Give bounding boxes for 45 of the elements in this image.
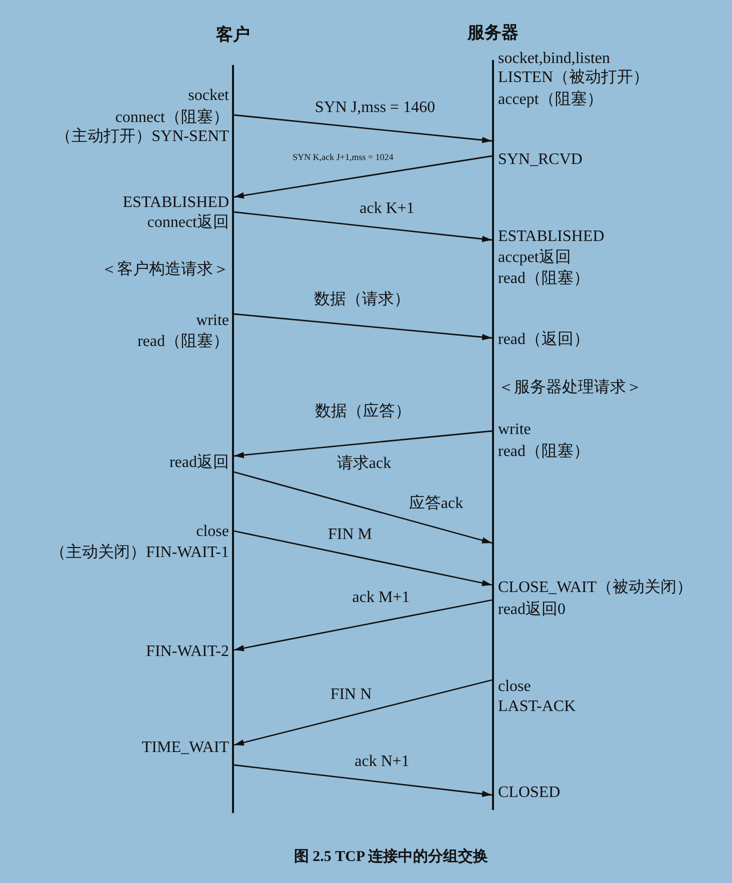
event-label: （主动打开）SYN-SENT [56,128,229,146]
event-label: CLOSED [498,784,560,802]
event-label: FIN-WAIT-2 [146,643,229,661]
event-label: write [498,421,531,439]
message-label: SYN J,mss = 1460 [312,99,438,117]
event-label: SYN_RCVD [498,151,582,169]
message-arrow [234,764,492,798]
event-label: ESTABLISHED [498,228,604,246]
event-label: accpet返回 [498,249,571,267]
event-label: read（阻塞） [137,333,229,351]
message-arrow [234,114,492,144]
message-arrow [234,430,492,458]
event-label: socket [188,87,229,105]
event-label: close [498,678,531,696]
event-label: read（阻塞） [498,443,590,461]
event-label: read返回 [169,454,229,472]
event-label: socket,bind,listen [498,50,610,68]
event-label: accept（阻塞） [498,91,603,109]
event-label: CLOSE_WAIT（被动关闭） [498,579,693,597]
event-label: LAST-ACK [498,698,576,716]
event-label: ＜客户构造请求＞ [101,261,229,279]
event-label: LISTEN（被动打开） [498,69,650,87]
event-label: read（阻塞） [498,270,590,288]
message-arrow [234,211,492,242]
message-arrow [234,530,492,586]
participant-label: 服务器 [468,23,518,43]
message-arrow [234,471,492,544]
event-label: read返回0 [498,601,566,619]
message-arrow [234,313,492,340]
event-label: ＜服务器处理请求＞ [498,379,642,397]
message-label: 应答ack [406,495,466,513]
message-label: 请求ack [334,455,394,473]
event-label: connect（阻塞） [115,109,229,127]
message-arrow [234,679,492,746]
event-label: ESTABLISHED [122,194,229,212]
message-arrow [234,599,492,652]
event-label: read（返回） [498,331,590,349]
participant-label: 客户 [216,25,250,45]
message-arrow [234,155,492,199]
event-label: write [196,312,229,330]
event-label: TIME_WAIT [142,739,229,757]
event-label: connect返回 [147,214,229,232]
figure-caption: 图 2.5 TCP 连接中的分组交换 [292,848,490,866]
event-label: close [196,523,229,541]
event-label: （主动关闭）FIN-WAIT-1 [50,544,229,562]
